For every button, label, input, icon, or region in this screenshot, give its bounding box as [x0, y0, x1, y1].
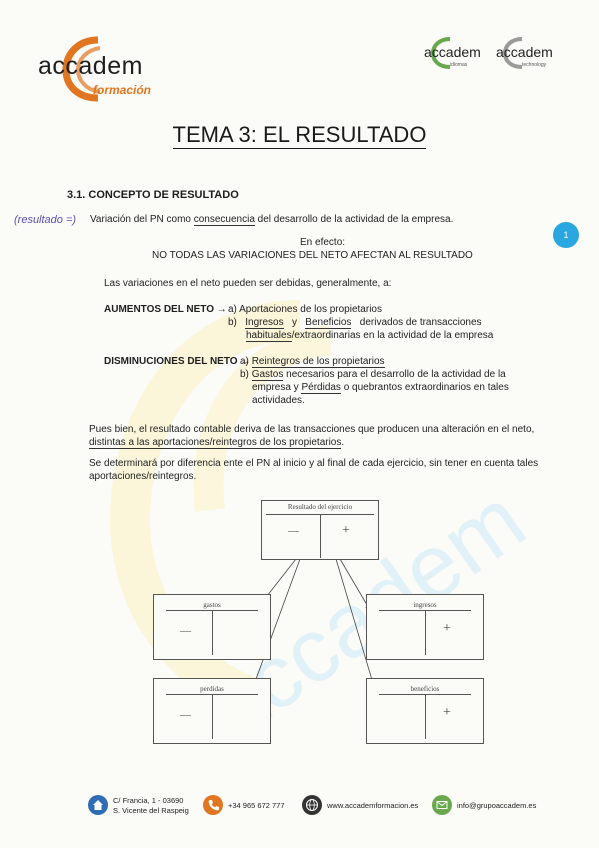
variaciones-intro: Las variaciones en el neto pueden ser de… [104, 278, 392, 289]
minus-sign: — [180, 709, 191, 721]
logo-swoosh-icon [430, 37, 451, 69]
box-ingresos: ingresos + [366, 594, 484, 660]
disminuciones-a: a) Reintegros de los propietarios [240, 356, 385, 368]
plus-sign: + [342, 523, 350, 538]
accadem-idiomas-logo: accadem idiomas [422, 37, 488, 78]
disminuciones-label: DISMINUCIONES DEL NETO → [104, 356, 251, 367]
box-label: Resultado del ejercicio [287, 503, 353, 511]
aumentos-b-line2: habituales/extraordinarias en la activid… [246, 330, 494, 342]
phone-icon [203, 795, 223, 815]
box-resultado: Resultado del ejercicio — + [261, 500, 379, 560]
box-label: gastos [203, 601, 221, 609]
logo-brand-text: accadem [496, 44, 553, 60]
logo-swoosh-icon [502, 37, 523, 69]
box-perdidas: perdidas — [153, 678, 271, 744]
box-label: perdidas [200, 685, 224, 693]
page-title: TEMA 3: EL RESULTADO [172, 122, 427, 149]
minus-sign: — [180, 625, 191, 637]
arrow-ingresos [339, 558, 371, 611]
handwritten-note: (resultado =) [14, 214, 77, 226]
efecto-text: En efecto: [300, 237, 346, 248]
box-gastos: gastos — [153, 594, 271, 660]
box-beneficios: beneficios + [366, 678, 484, 744]
globe-icon [302, 795, 322, 815]
footer-address-line1: C/ Francia, 1 - 03690 [113, 796, 184, 805]
para2-line1: Se determinará por diferencia ente el PN… [89, 458, 539, 469]
logo-brand-text: accadem [424, 44, 481, 60]
box-label: ingresos [413, 601, 437, 609]
disminuciones-b-line2: empresa y Pérdidas o quebrantos extraord… [252, 382, 509, 394]
para1-line1: Pues bien, el resultado contable deriva … [89, 424, 535, 435]
logo-swoosh-icon [62, 36, 101, 102]
logo-sub-text: formación [93, 83, 152, 97]
aumentos-label: AUMENTOS DEL NETO → [104, 304, 227, 315]
para2-line2: aportaciones/reintegros. [89, 471, 197, 482]
accadem-technology-logo: accadem technology [494, 37, 560, 78]
arrow-beneficios [335, 558, 377, 691]
logo-sub-text: technology [522, 62, 547, 68]
aumentos-a: a) Aportaciones de los propietarios [228, 304, 382, 315]
home-icon [88, 795, 108, 815]
plus-sign: + [443, 705, 451, 720]
aumentos-b-line1: b) Ingresos y Beneficios derivados de tr… [228, 317, 482, 329]
footer-email-link[interactable]: info@grupoaccadem.es [457, 801, 537, 810]
email-icon [432, 795, 452, 815]
logo-sub-text: idiomas [450, 62, 468, 68]
intro-line: Variación del PN como consecuencia del d… [90, 214, 454, 226]
footer-phone[interactable]: +34 965 672 777 [228, 801, 285, 810]
footer-address-line2: S. Vicente del Raspeig [113, 806, 189, 815]
plus-sign: + [443, 621, 451, 636]
arrow-perdidas [251, 558, 301, 691]
accadem-formacion-logo: accadem formación [38, 34, 168, 104]
no-todas-text: NO TODAS LAS VARIACIONES DEL NETO AFECTA… [152, 250, 473, 261]
page-number-badge: 1 [553, 222, 579, 248]
para1-line2: distintas a las aportaciones/reintegros … [89, 437, 345, 449]
section-heading: 3.1. CONCEPTO DE RESULTADO [67, 189, 239, 201]
minus-sign: — [288, 525, 299, 537]
disminuciones-b-line1: b) Gastos necesarios para el desarrollo … [240, 369, 506, 381]
footer-web-link[interactable]: www.accademformacion.es [327, 801, 419, 810]
box-label: beneficios [410, 685, 440, 693]
logo-brand-text: accadem [38, 52, 143, 80]
disminuciones-b-line3: actividades. [252, 395, 305, 406]
